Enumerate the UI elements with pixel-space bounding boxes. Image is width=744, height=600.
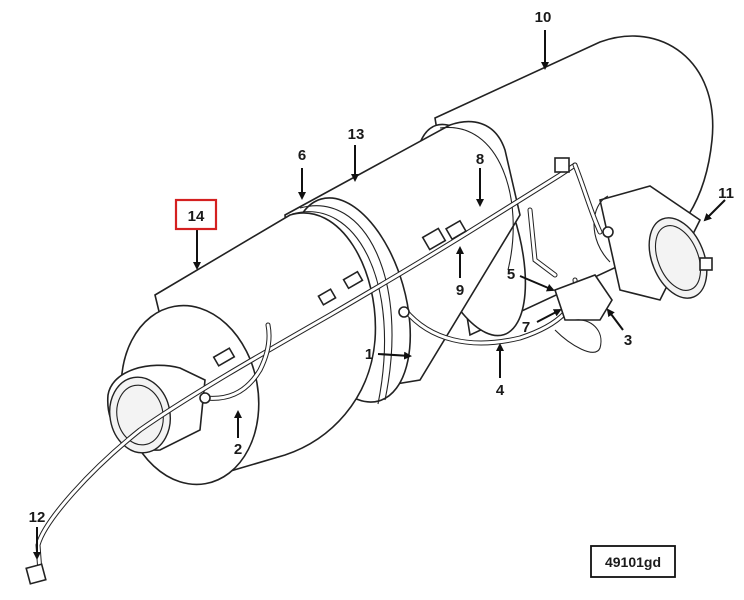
callout-1: 1	[365, 346, 373, 363]
callout-13: 13	[348, 126, 365, 143]
callout-8: 8	[476, 151, 484, 168]
reference-code-box: 49101gd	[590, 545, 676, 578]
callout-3: 3	[624, 332, 632, 349]
callout-7: 7	[522, 319, 530, 336]
callout-12: 12	[29, 509, 46, 526]
callout-6: 6	[298, 147, 306, 164]
callout-labels: 10 11 13 6 8 9 5 7 3 1 4 2 12 14	[29, 9, 734, 526]
highlight-box	[174, 198, 218, 231]
callout-11: 11	[718, 185, 734, 202]
callout-2: 2	[234, 441, 242, 458]
connectors	[25, 157, 713, 585]
callout-5: 5	[507, 266, 515, 283]
callout-14: 14	[188, 208, 205, 225]
callout-10: 10	[535, 9, 552, 26]
callout-9: 9	[456, 282, 464, 299]
reference-code: 49101gd	[605, 554, 661, 570]
callout-4: 4	[496, 382, 505, 399]
callout-leaders	[33, 30, 726, 560]
wiring-harness	[35, 162, 603, 575]
